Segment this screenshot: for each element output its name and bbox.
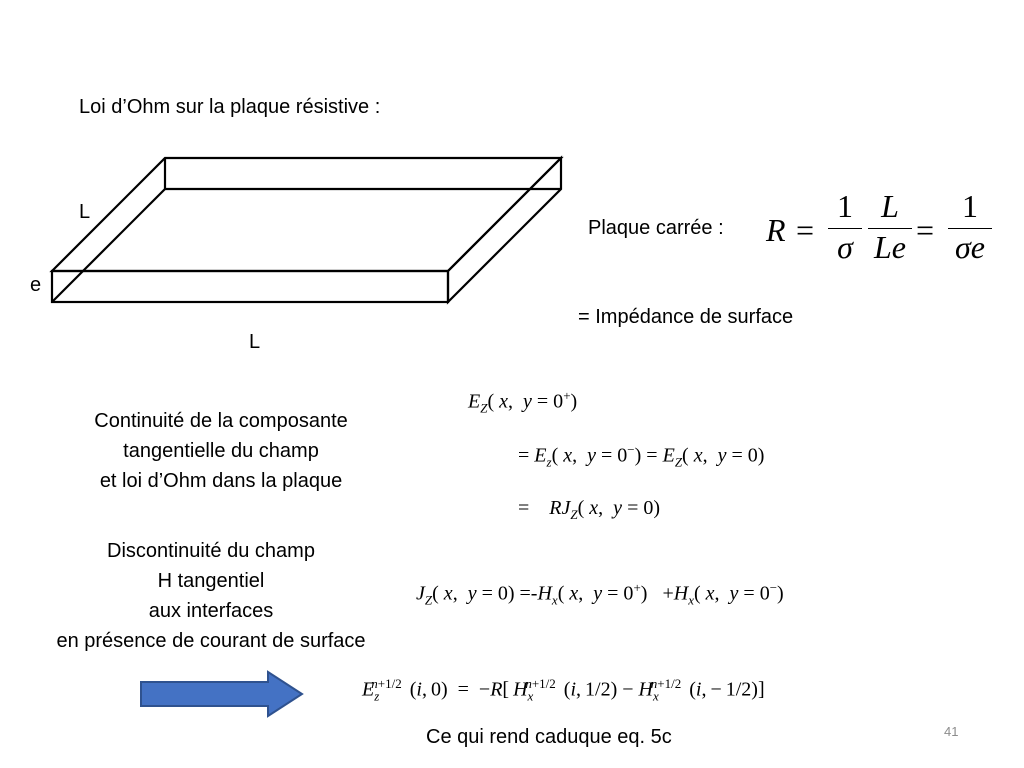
fraction-3-num: 1 bbox=[962, 188, 978, 224]
page-number: 41 bbox=[944, 724, 959, 739]
discontinuity-line-2: H tangentiel bbox=[157, 570, 265, 592]
resistance-formula: R = 1 σ L Le = 1 σe bbox=[766, 188, 996, 278]
dim-label-bottom: L bbox=[249, 331, 261, 353]
equation-discrete-update: Ezn+1/2(i, 0) = −R[ Hxn+1/2(i, 1/2) − Hx… bbox=[362, 676, 765, 704]
formula-eq-2: = bbox=[916, 212, 935, 248]
fraction-2-num: L bbox=[881, 188, 899, 224]
equation-ez-top: EZ( x, y = 0+) bbox=[468, 388, 578, 416]
right-arrow-icon bbox=[140, 670, 304, 718]
dim-label-side: e bbox=[30, 274, 42, 296]
square-plate-label: Plaque carrée : bbox=[588, 217, 724, 239]
discontinuity-text: Discontinuité du champ H tangentiel aux … bbox=[30, 536, 392, 656]
discontinuity-line-3: aux interfaces bbox=[148, 600, 274, 622]
discontinuity-line-4: en présence de courant de surface bbox=[56, 630, 366, 652]
conclusion-text: Ce qui rend caduque eq. 5c bbox=[426, 726, 672, 748]
slide-heading: Loi d’Ohm sur la plaque résistive : bbox=[79, 96, 381, 118]
fraction-2-den: Le bbox=[874, 229, 906, 265]
fraction-3-den: σe bbox=[955, 229, 985, 265]
fraction-1-num: 1 bbox=[837, 188, 853, 224]
continuity-text: Continuité de la composante tangentielle… bbox=[40, 406, 402, 496]
formula-eq-1: = bbox=[796, 212, 815, 248]
fraction-1-den: σ bbox=[837, 229, 853, 265]
equation-jz: JZ( x, y = 0) =-Hx( x, y = 0+) +Hx( x, y… bbox=[416, 580, 784, 608]
continuity-line-2: tangentielle du champ bbox=[123, 440, 319, 462]
discontinuity-line-1: Discontinuité du champ bbox=[107, 540, 315, 562]
continuity-line-1: Continuité de la composante bbox=[94, 410, 348, 432]
surface-impedance-label: = Impédance de surface bbox=[578, 306, 794, 328]
equation-ez-continuity: = Ez( x, y = 0−) = EZ( x, y = 0) bbox=[518, 442, 765, 470]
continuity-line-3: et loi d’Ohm dans la plaque bbox=[99, 470, 343, 492]
dim-label-top: L bbox=[79, 201, 91, 223]
formula-lhs: R bbox=[766, 212, 786, 248]
equation-ohm-law: = RJZ( x, y = 0) bbox=[518, 497, 661, 522]
